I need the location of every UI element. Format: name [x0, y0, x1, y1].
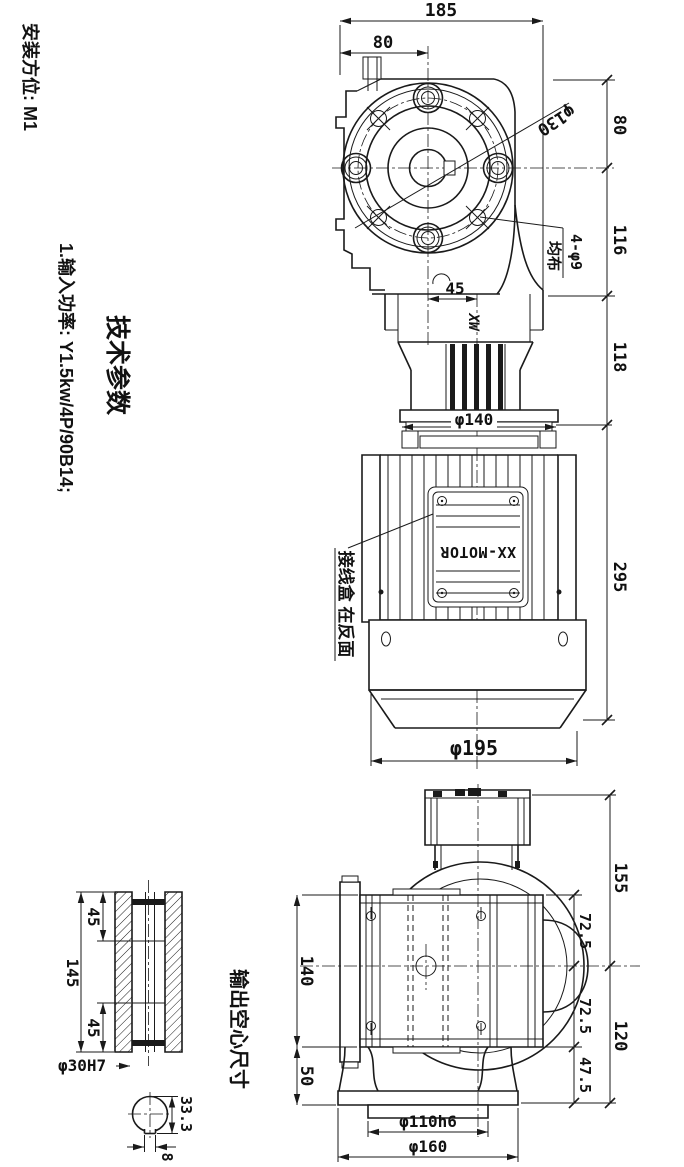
dim-key-height: 33.3 — [153, 1096, 195, 1134]
side-left-dims: 140 50 — [293, 895, 358, 1105]
dim-shaft-upper-label: 45 — [84, 907, 103, 926]
junction-box-callout: 接线盒 在反面 — [335, 514, 433, 661]
shaft-section-view: 45 145 45 φ30H7 — [58, 880, 195, 1162]
holes-callout: 4-φ9 均布 — [480, 217, 585, 278]
dim-height-bottom-label: 120 — [610, 1021, 630, 1052]
terminal-box — [425, 788, 530, 870]
motor-neck-fins — [398, 342, 533, 411]
dim-spigot: φ110h6 — [368, 1112, 488, 1137]
dim-height-top-label: 155 — [610, 863, 630, 894]
dim-top-to-center-label: 80 — [609, 115, 629, 135]
dim-left-to-axis-label: 80 — [373, 33, 393, 53]
dim-fan-cover-label: φ195 — [450, 736, 498, 760]
dim-spigot-label: φ110h6 — [399, 1112, 457, 1131]
junction-box-note: 接线盒 在反面 — [336, 551, 356, 658]
gearbox-pedestal: XW — [385, 290, 543, 342]
mounting-note: 安装方位: M1 — [20, 23, 41, 131]
flange-bolt-bosses — [342, 84, 513, 253]
holes-layout-label: 均布 — [545, 241, 563, 271]
front-view: φ130 185 80 4-φ9 均布 45 — [332, 0, 629, 772]
dim-shaft-total: 145 — [63, 892, 114, 1052]
nameplate-screws — [438, 497, 519, 598]
tech-params-title: 技术参数 — [103, 315, 132, 416]
dim-foot-height-label: 47.5 — [576, 1057, 594, 1093]
motor-flange: φ140 — [400, 410, 612, 448]
gearbox-housing — [336, 57, 543, 294]
dim-base-flange-label: φ160 — [409, 1137, 448, 1156]
shaft-wall-right — [165, 892, 182, 1052]
dim-shaft-upper: 45 — [84, 892, 131, 941]
flange-mounting-holes — [367, 107, 489, 229]
tech-params-item1: 1.输入功率: Y1.5kw/4P/90B14; — [56, 243, 77, 493]
dim-axis-offset: 45 — [428, 274, 477, 303]
mounting-feet — [338, 1047, 518, 1118]
side-centerlines — [300, 784, 640, 1137]
shaft-wall-left — [115, 892, 132, 1052]
xw-logo: XW — [465, 313, 481, 332]
dim-shaft-lower-label: 45 — [84, 1018, 103, 1037]
dim-half-lower-label: 72.5 — [576, 998, 594, 1034]
dim-center-to-bottom-label: 116 — [609, 225, 629, 256]
dim-housing-to-flange-label: 118 — [609, 342, 629, 373]
keyway-slot — [444, 161, 455, 175]
dim-base-width-label: 50 — [296, 1066, 316, 1086]
output-hollow-note: 输出空心尺寸 — [227, 969, 251, 1089]
dim-fan-cover: φ195 — [371, 694, 577, 766]
side-inner-dim-chain: 72.5 72.5 47.5 — [521, 890, 616, 1108]
dim-key-height-label: 33.3 — [177, 1096, 195, 1132]
fan-cover — [369, 620, 586, 728]
holes-callout-label: 4-φ9 — [567, 234, 585, 270]
dim-bore-label: φ30H7 — [58, 1056, 106, 1075]
brand-text: XX-MOTOR — [439, 543, 516, 561]
motor-nameplate: XX-MOTOR — [428, 487, 528, 607]
dim-axis-offset-label: 45 — [445, 279, 464, 298]
dim-shaft-lower: 45 — [84, 1003, 131, 1052]
corner-screw-marks — [367, 907, 486, 1035]
dim-half-upper-label: 72.5 — [576, 913, 594, 949]
dim-bolt-circle-label: φ130 — [533, 100, 578, 139]
dim-shaft-total-label: 145 — [63, 959, 82, 988]
side-view: φ110h6 φ160 72.5 72.5 47.5 — [293, 784, 640, 1162]
dim-left-to-axis: 80 — [340, 33, 428, 57]
dim-bore: φ30H7 — [58, 1056, 130, 1075]
dim-total-width: 185 — [340, 0, 543, 290]
dim-motor-flange-label: φ140 — [455, 410, 494, 429]
bore-end-view — [128, 1092, 172, 1138]
dim-body-width-label: 140 — [296, 956, 316, 987]
annotation-notes: 安装方位: M1 技术参数 1.输入功率: Y1.5kw/4P/90B14; 输… — [20, 23, 251, 1089]
dim-key-width: 8 — [127, 1135, 176, 1162]
dim-key-width-label: 8 — [158, 1152, 176, 1161]
dim-total-width-label: 185 — [425, 0, 458, 21]
dim-motor-length-label: 295 — [609, 562, 629, 593]
front-right-dim-chain: 80 116 118 295 — [548, 75, 629, 725]
gearbox-side-body — [340, 876, 543, 1068]
dim-base-flange: φ160 — [338, 1108, 518, 1162]
side-outer-dim-chain: 155 120 — [532, 790, 630, 1108]
